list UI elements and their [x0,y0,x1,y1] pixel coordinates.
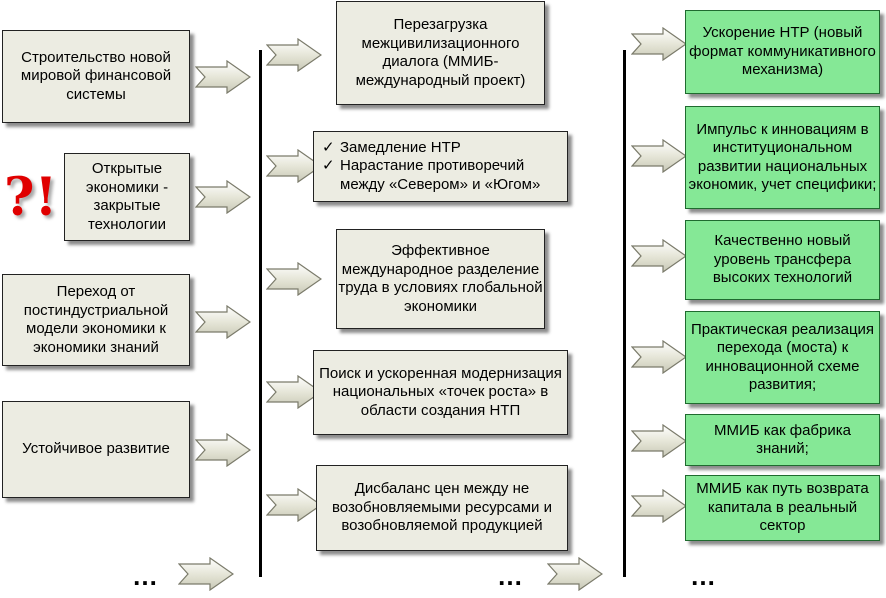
middle-ellipsis: … [497,561,525,591]
question-exclamation-icon: ?! [4,167,58,228]
right-box-innovation-impulse: Импульс к инновациям в институциональном… [685,106,880,209]
left-box-label: Открытые экономики - закрытые технологии [85,160,169,233]
arrow-icon [266,262,322,296]
arrow-icon [631,239,687,273]
arrow-icon [266,488,322,522]
right-box-label: Ускорение НТР (новый формат коммуникатив… [689,24,876,79]
middle-box-label: Перезагрузка межцивилизационного диалога… [355,16,526,89]
checklist: ✓ Замедление НТР ✓ Нарастание противоречий… [322,139,567,195]
right-vertical-bar [623,50,626,577]
middle-box-label: Поиск и ускоренная модернизация национал… [319,364,562,419]
right-ellipsis: … [690,561,718,591]
left-vertical-bar [259,50,262,577]
right-box-label: Качественно новый уровень трансфера высо… [712,232,853,287]
right-box-label: Импульс к инновациям в институциональном… [688,120,877,194]
checkmark-icon: ✓ [322,138,335,156]
middle-box-price-imbalance: Дисбаланс цен между не возобновляемыми р… [316,465,568,551]
arrow-icon [178,557,234,591]
middle-box-checklist: ✓ Замедление НТР ✓ Нарастание противоречий… [313,131,568,202]
middle-box-dialogue-reset: Перезагрузка межцивилизационного диалога… [336,1,545,105]
right-box-knowledge-factory: ММИБ как фабрика знаний; [685,414,880,466]
checklist-item-label: Замедление НТР [340,138,461,156]
middle-box-labor-division: Эффективное международное разделение тру… [336,229,545,329]
right-box-tech-transfer: Качественно новый уровень трансфера высо… [685,220,880,300]
middle-box-label: Эффективное международное разделение тру… [338,242,543,315]
left-box-label: Строительство новой мировой финансовой с… [20,48,172,103]
arrow-icon [631,340,687,374]
left-ellipsis: … [132,561,160,591]
arrow-icon [195,433,251,467]
left-box-knowledge-economy: Переход от постиндустриальной модели эко… [2,274,190,366]
middle-box-label: Дисбаланс цен между не возобновляемыми р… [332,480,552,535]
arrow-icon [631,424,687,458]
arrow-icon [547,557,603,591]
left-box-financial-system: Строительство новой мировой финансовой с… [2,30,190,123]
left-box-label: Устойчивое развитие [22,440,170,458]
checklist-item: ✓ Нарастание противоречий между «Севером»… [322,157,567,194]
checklist-item-label: Нарастание противоречий между «Севером» … [340,157,541,193]
middle-box-growth-points: Поиск и ускоренная модернизация национал… [313,350,568,435]
arrow-icon [266,38,322,72]
left-box-label: Переход от постиндустриальной модели эко… [23,283,169,356]
left-box-sustainable-development: Устойчивое развитие [2,401,190,498]
right-box-label: ММИБ как фабрика знаний; [714,421,851,458]
checkmark-icon: ✓ [322,157,335,175]
right-box-label: ММИБ как путь возврата капитала в реальн… [696,480,869,535]
right-box-practical-implementation: Практическая реализация перехода (моста)… [685,311,880,404]
right-box-ntr-acceleration: Ускорение НТР (новый формат коммуникатив… [685,10,880,94]
right-box-label: Практическая реализация перехода (моста)… [690,320,875,394]
arrow-icon [631,489,687,523]
arrow-icon [195,60,251,94]
left-box-open-economies: Открытые экономики - закрытые технологии [64,153,190,241]
checklist-item: ✓ Замедление НТР [322,139,567,158]
arrow-icon [631,139,687,173]
arrow-icon [195,180,251,214]
right-box-capital-return: ММИБ как путь возврата капитала в реальн… [685,475,880,541]
arrow-icon [195,305,251,339]
arrow-icon [631,27,687,61]
